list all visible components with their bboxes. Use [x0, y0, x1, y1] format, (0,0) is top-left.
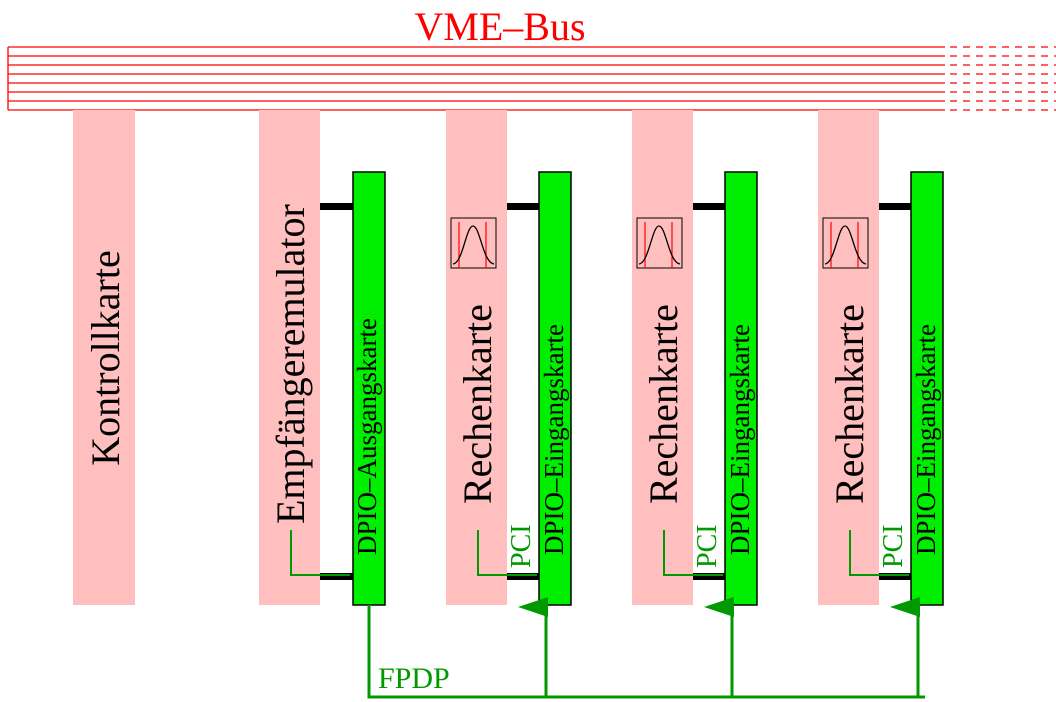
connector-top-1	[507, 203, 539, 210]
pci-label-1: PCI	[506, 524, 537, 568]
pci-label-3: PCI	[878, 524, 909, 568]
emulator-card: Empfängeremulator	[259, 110, 320, 605]
connector-top-2	[693, 203, 725, 210]
output-card: DPIO–Ausgangskarte	[352, 171, 386, 606]
gaussian-icon	[636, 217, 683, 269]
pci-label-2: PCI	[692, 524, 723, 568]
connector-bottom-2	[693, 573, 725, 580]
vme-bus-title: VME–Bus	[414, 4, 585, 49]
input-card-3-label: DPIO–Eingangskarte	[911, 324, 941, 555]
gaussian-icon	[450, 217, 497, 269]
compute-card-2: Rechenkarte PCI	[632, 110, 725, 605]
gaussian-icon	[822, 217, 869, 269]
compute-card-2-label: Rechenkarte	[641, 304, 686, 504]
fpdp-label: FPDP	[378, 662, 450, 695]
compute-card-1: Rechenkarte PCI	[446, 110, 539, 605]
input-card-1-label: DPIO–Eingangskarte	[539, 324, 569, 555]
input-card-2-label: DPIO–Eingangskarte	[725, 324, 755, 555]
connector-top-3	[879, 203, 911, 210]
compute-card-1-label: Rechenkarte	[455, 304, 500, 504]
compute-card-3-label: Rechenkarte	[827, 304, 872, 504]
pci-line-2	[663, 530, 723, 576]
compute-card-3: Rechenkarte PCI	[818, 110, 911, 605]
vme-bus-continuation	[950, 46, 1056, 111]
pci-line-3	[849, 530, 909, 576]
input-card-3: DPIO–Eingangskarte	[910, 171, 944, 606]
input-card-2: DPIO–Eingangskarte	[724, 171, 758, 606]
vme-bus-lines	[7, 46, 945, 111]
connector-bottom-3	[879, 573, 911, 580]
control-card-label: Kontrollkarte	[83, 250, 128, 466]
fpdp-link	[367, 597, 925, 699]
output-card-label: DPIO–Ausgangskarte	[352, 318, 382, 555]
emulator-card-label: Empfängeremulator	[268, 204, 313, 524]
pci-line-1	[477, 530, 537, 576]
emulator-connectors	[290, 203, 353, 580]
control-card: Kontrollkarte	[73, 110, 135, 605]
connector-bottom-1	[507, 573, 539, 580]
input-card-1: DPIO–Eingangskarte	[538, 171, 572, 606]
